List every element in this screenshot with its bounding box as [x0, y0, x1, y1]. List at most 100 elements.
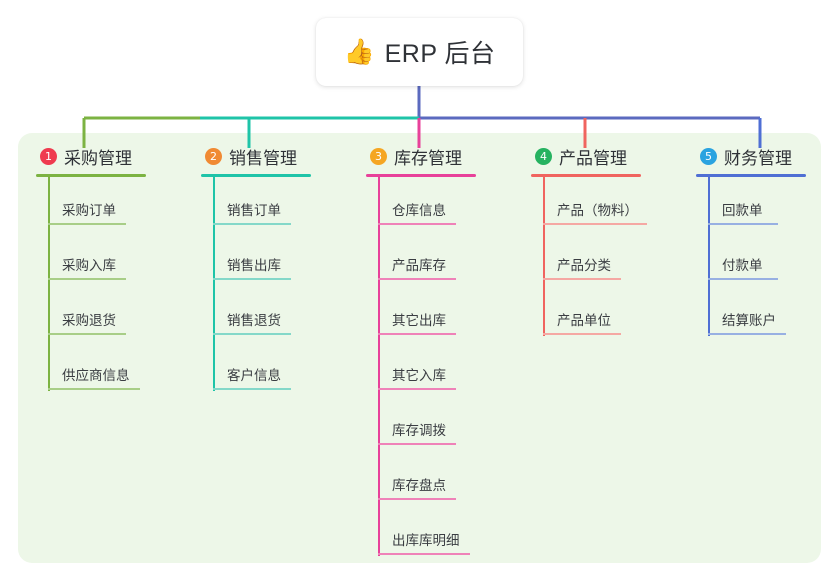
- leaf-underline: [213, 388, 291, 390]
- leaf-underline: [378, 333, 456, 335]
- branch-title: 采购管理: [64, 148, 132, 168]
- branch-trunk-line: [213, 177, 215, 391]
- leaf-node[interactable]: 产品分类: [531, 232, 641, 287]
- leaf-node[interactable]: 销售出库: [201, 232, 311, 287]
- branch-underline: [36, 174, 146, 177]
- branch-column: 1 采购管理采购订单采购入库采购退货供应商信息: [36, 143, 146, 397]
- branch-trunk-line: [48, 177, 50, 391]
- leaf-underline: [48, 223, 126, 225]
- branch-column: 3 库存管理仓库信息产品库存其它出库其它入库库存调拨库存盘点出库库明细: [366, 143, 476, 562]
- branch-leaf-list: 销售订单销售出库销售退货客户信息: [201, 177, 311, 397]
- branch-leaf-list: 仓库信息产品库存其它出库其它入库库存调拨库存盘点出库库明细: [366, 177, 476, 562]
- leaf-node-label: 库存调拨: [392, 423, 446, 438]
- leaf-node-label: 付款单: [722, 258, 763, 273]
- branch-number-badge: 1: [40, 147, 57, 165]
- leaf-node-label: 采购订单: [62, 203, 116, 218]
- leaf-underline: [378, 498, 456, 500]
- leaf-node[interactable]: 仓库信息: [366, 177, 476, 232]
- leaf-underline: [48, 333, 126, 335]
- leaf-node[interactable]: 销售订单: [201, 177, 311, 232]
- leaf-node[interactable]: 产品单位: [531, 287, 641, 342]
- thumbs-up-icon: 👍: [343, 37, 375, 66]
- leaf-underline: [708, 278, 778, 280]
- branch-header[interactable]: 2 销售管理: [201, 143, 311, 169]
- branch-title: 财务管理: [724, 148, 792, 168]
- leaf-node[interactable]: 其它出库: [366, 287, 476, 342]
- root-node-title: ERP 后台: [384, 40, 496, 68]
- leaf-node[interactable]: 其它入库: [366, 342, 476, 397]
- leaf-node-label: 其它出库: [392, 313, 446, 328]
- leaf-node[interactable]: 库存盘点: [366, 452, 476, 507]
- leaf-node-label: 结算账户: [722, 313, 776, 328]
- leaf-underline: [48, 278, 126, 280]
- leaf-underline: [708, 223, 778, 225]
- branch-leaf-list: 产品（物料） 产品分类产品单位: [531, 177, 647, 342]
- leaf-underline: [543, 223, 647, 225]
- branch-number-badge: 5: [700, 147, 717, 165]
- leaf-node[interactable]: 付款单: [696, 232, 806, 287]
- leaf-node[interactable]: 客户信息: [201, 342, 311, 397]
- leaf-node-label: 出库库明细: [392, 533, 460, 548]
- leaf-node[interactable]: 供应商信息: [36, 342, 146, 397]
- branch-header[interactable]: 5 财务管理: [696, 143, 806, 169]
- leaf-node[interactable]: 采购订单: [36, 177, 146, 232]
- branch-leaf-list: 采购订单采购入库采购退货供应商信息: [36, 177, 146, 397]
- leaf-node-label: 产品分类: [557, 258, 611, 273]
- leaf-node[interactable]: 库存调拨: [366, 397, 476, 452]
- leaf-node[interactable]: 回款单: [696, 177, 806, 232]
- leaf-underline: [213, 333, 291, 335]
- leaf-underline: [543, 333, 621, 335]
- branch-underline: [366, 174, 476, 177]
- leaf-node-label: 产品（物料）: [557, 203, 638, 218]
- branch-title: 产品管理: [559, 148, 627, 168]
- leaf-node[interactable]: 采购退货: [36, 287, 146, 342]
- leaf-node-label: 产品库存: [392, 258, 446, 273]
- leaf-node[interactable]: 产品（物料）: [531, 177, 647, 232]
- leaf-node[interactable]: 产品库存: [366, 232, 476, 287]
- branch-column: 4 产品管理产品（物料） 产品分类产品单位: [531, 143, 647, 342]
- leaf-underline: [708, 333, 786, 335]
- branch-number-badge: 2: [205, 147, 222, 165]
- branch-underline: [696, 174, 806, 177]
- leaf-underline: [213, 223, 291, 225]
- leaf-node-label: 回款单: [722, 203, 763, 218]
- leaf-underline: [378, 278, 456, 280]
- leaf-underline: [48, 388, 140, 390]
- leaf-underline: [378, 553, 470, 555]
- branch-trunk-line: [708, 177, 710, 336]
- branch-title: 库存管理: [394, 148, 462, 168]
- leaf-underline: [378, 443, 456, 445]
- leaf-node-label: 客户信息: [227, 368, 281, 383]
- branch-underline: [531, 174, 641, 177]
- branch-leaf-list: 回款单付款单结算账户: [696, 177, 806, 342]
- leaf-underline: [213, 278, 291, 280]
- branch-title: 销售管理: [229, 148, 297, 168]
- leaf-node-label: 采购退货: [62, 313, 116, 328]
- leaf-node-label: 其它入库: [392, 368, 446, 383]
- root-node[interactable]: 👍 ERP 后台: [316, 18, 523, 86]
- branch-trunk-line: [378, 177, 380, 556]
- leaf-node-label: 供应商信息: [62, 368, 130, 383]
- leaf-underline: [378, 388, 456, 390]
- leaf-node-label: 销售订单: [227, 203, 281, 218]
- branch-header[interactable]: 3 库存管理: [366, 143, 476, 169]
- branch-column: 5 财务管理回款单付款单结算账户: [696, 143, 806, 342]
- branch-trunk-line: [543, 177, 545, 336]
- leaf-node[interactable]: 结算账户: [696, 287, 806, 342]
- leaf-node-label: 仓库信息: [392, 203, 446, 218]
- leaf-node[interactable]: 出库库明细: [366, 507, 476, 562]
- leaf-node-label: 销售出库: [227, 258, 281, 273]
- branch-underline: [201, 174, 311, 177]
- branch-number-badge: 4: [535, 147, 552, 165]
- leaf-node[interactable]: 采购入库: [36, 232, 146, 287]
- leaf-node[interactable]: 销售退货: [201, 287, 311, 342]
- leaf-node-label: 产品单位: [557, 313, 611, 328]
- branch-header[interactable]: 1 采购管理: [36, 143, 146, 169]
- leaf-node-label: 采购入库: [62, 258, 116, 273]
- leaf-underline: [378, 223, 456, 225]
- leaf-node-label: 库存盘点: [392, 478, 446, 493]
- branch-number-badge: 3: [370, 147, 387, 165]
- branch-header[interactable]: 4 产品管理: [531, 143, 641, 169]
- leaf-underline: [543, 278, 621, 280]
